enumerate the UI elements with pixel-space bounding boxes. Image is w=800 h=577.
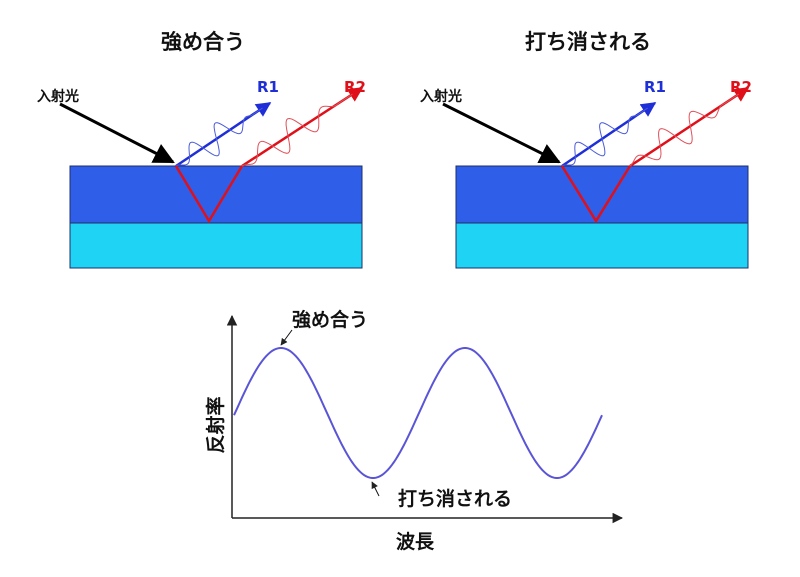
- r2-wave: [241, 93, 353, 167]
- left-panel: 強め合う 入射光 R1 R2: [37, 30, 366, 269]
- r2-label: R2: [344, 78, 366, 96]
- substrate-layer: [455, 222, 749, 269]
- trough-pointer: [371, 481, 380, 497]
- r1-label: R1: [644, 78, 666, 96]
- r1-wave: [561, 107, 648, 167]
- incident-light-label: 入射光: [37, 88, 79, 105]
- film-layer: [455, 165, 749, 224]
- r1-wave: [175, 107, 263, 167]
- trough-annotation: 打ち消される: [398, 487, 512, 510]
- film-layer: [69, 165, 363, 224]
- reflectance-graph: 反射率 波長 強め合う 打ち消される: [204, 308, 624, 553]
- r2-film-path: [174, 165, 244, 224]
- left-panel-title: 強め合う: [161, 30, 245, 54]
- r2-film-path: [560, 165, 632, 224]
- substrate-layer: [69, 222, 363, 269]
- r2-wave: [629, 93, 739, 167]
- incident-ray: [59, 102, 175, 164]
- incident-light-label: 入射光: [420, 88, 462, 105]
- right-panel-title: 打ち消される: [525, 30, 651, 54]
- x-axis-label: 波長: [396, 530, 435, 553]
- incident-ray: [442, 102, 561, 164]
- y-axis-label: 反射率: [204, 396, 227, 453]
- peak-annotation: 強め合う: [292, 308, 368, 331]
- peak-pointer: [280, 329, 293, 346]
- reflectance-curve: [233, 347, 603, 479]
- r2-label: R2: [730, 78, 752, 96]
- r1-label: R1: [257, 78, 279, 96]
- right-panel: 打ち消される 入射光 R1 R2: [420, 30, 752, 269]
